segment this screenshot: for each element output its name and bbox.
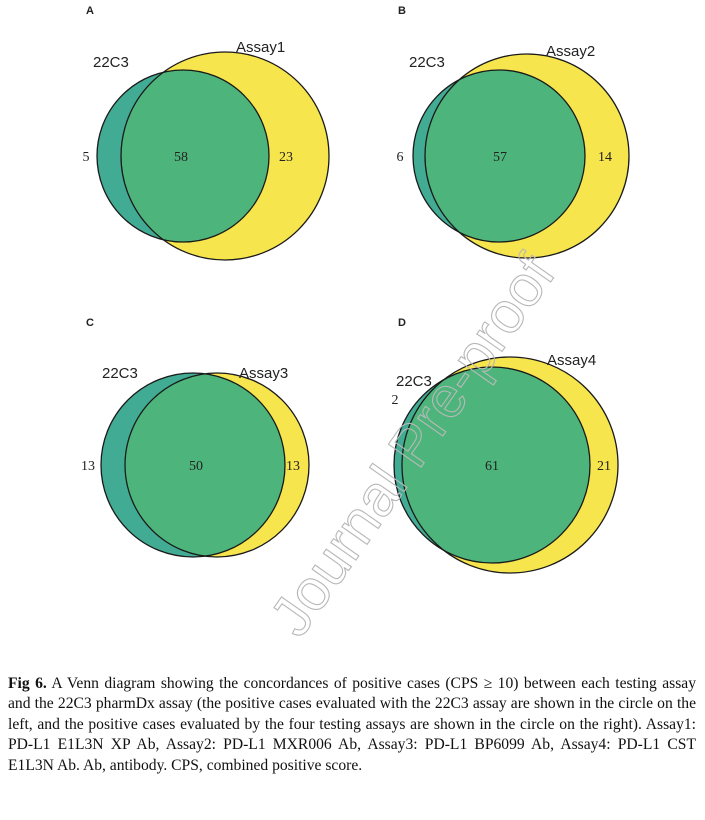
left-set-outline-b — [412, 69, 586, 243]
overlap-count-d: 61 — [485, 459, 499, 474]
overlap-count-c: 50 — [189, 459, 203, 474]
venn-panel-d: D 22C3 Assay4 2 61 21 — [392, 317, 619, 574]
panel-letter-d: D — [398, 317, 406, 329]
overlap-count-a: 58 — [174, 150, 188, 165]
right-set-label-c: Assay3 — [239, 365, 288, 382]
panel-letter-a: A — [86, 5, 94, 17]
right-set-label-a: Assay1 — [236, 39, 285, 56]
right-only-count-a: 23 — [279, 150, 293, 165]
overlap-region-a — [121, 70, 269, 242]
right-set-outline-a — [120, 51, 330, 261]
overlap-count-b: 57 — [493, 150, 507, 165]
panel-letter-b: B — [398, 5, 406, 17]
venn-panel-c: C 22C3 Assay3 13 50 13 — [81, 317, 310, 558]
right-set-label-b: Assay2 — [546, 43, 595, 60]
right-only-count-b: 14 — [598, 150, 612, 165]
right-only-count-c: 13 — [286, 459, 300, 474]
panel-letter-c: C — [86, 317, 94, 329]
right-set-outline-b — [424, 53, 630, 259]
venn-panel-b: B 22C3 Assay2 6 57 14 — [397, 5, 630, 259]
left-set-outline-d — [393, 366, 591, 564]
overlap-region-d — [402, 367, 590, 563]
right-set-outline-d — [401, 356, 619, 574]
left-set-label-b: 22C3 — [409, 54, 445, 71]
venn-panel-a: A 22C3 Assay1 5 58 23 — [83, 5, 330, 261]
right-set-outline-c — [124, 372, 310, 558]
left-set-outline-c — [100, 372, 286, 558]
left-set-label-c: 22C3 — [102, 365, 138, 382]
left-only-count-c: 13 — [81, 459, 95, 474]
figure-caption-label: Fig 6. — [8, 674, 47, 692]
venn-figure: A 22C3 Assay1 5 58 23 B 22C3 Assay2 6 57… — [81, 5, 630, 640]
right-only-count-d: 21 — [597, 459, 611, 474]
left-set-label-d: 22C3 — [396, 373, 432, 390]
right-set-label-d: Assay4 — [547, 352, 596, 369]
left-only-count-d: 2 — [392, 393, 399, 408]
left-only-count-a: 5 — [83, 150, 90, 165]
left-set-label-a: 22C3 — [93, 54, 129, 71]
overlap-region-c — [125, 373, 285, 557]
left-set-outline-a — [96, 69, 270, 243]
left-only-count-b: 6 — [397, 150, 404, 165]
figure-caption: Fig 6. A Venn diagram showing the concor… — [8, 674, 696, 777]
figure-caption-text: A Venn diagram showing the concordances … — [8, 674, 697, 774]
